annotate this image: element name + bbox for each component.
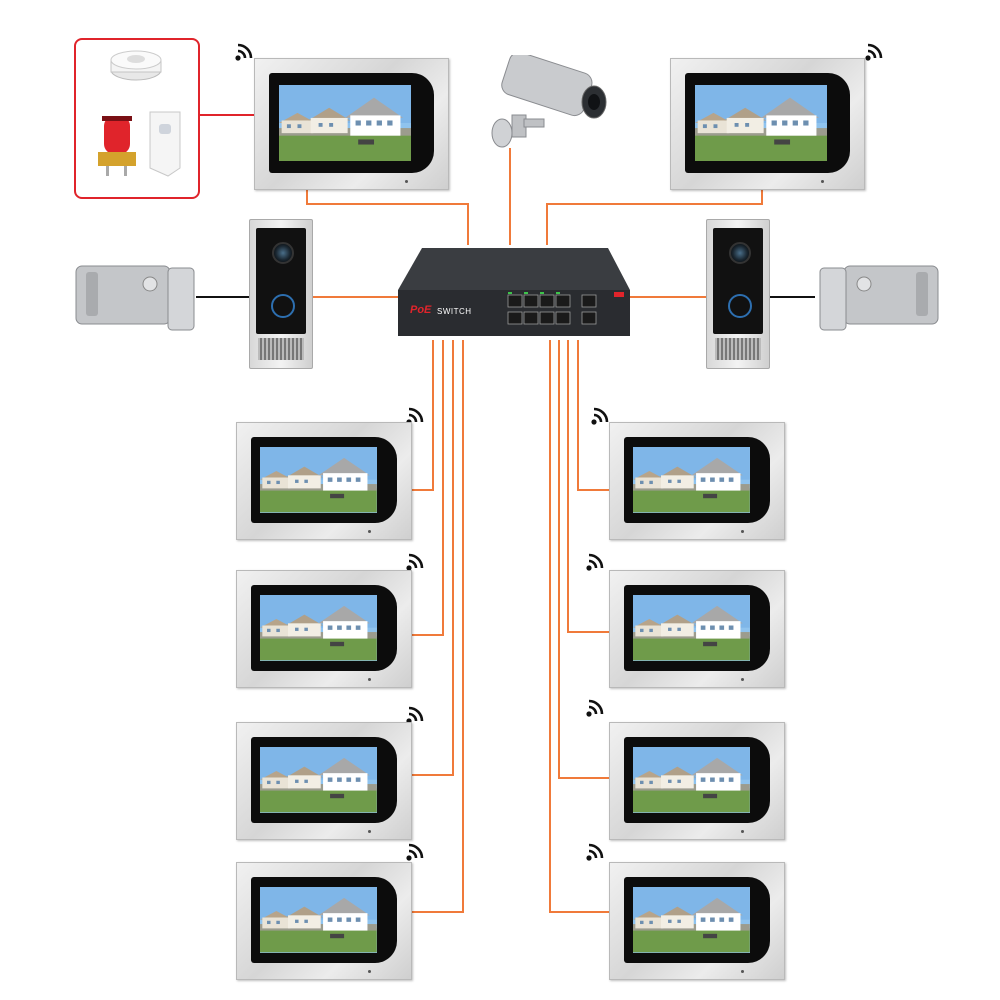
wifi-icon xyxy=(406,553,424,571)
indoor-monitor-6 xyxy=(609,570,785,688)
top-monitor-left xyxy=(254,58,449,190)
monitor-screen xyxy=(632,887,750,953)
cable-left-monitor-3 xyxy=(411,340,454,776)
monitor-screen xyxy=(694,85,827,161)
indoor-monitor-1 xyxy=(236,422,412,540)
speaker-grill xyxy=(258,338,304,360)
cable-top-right-monitor xyxy=(546,190,763,245)
monitor-screen xyxy=(278,85,411,161)
top-monitor-right xyxy=(670,58,865,190)
wifi-icon xyxy=(406,843,424,861)
cable-right-monitor-4 xyxy=(549,340,609,913)
wifi-icon xyxy=(586,843,604,861)
poe-switch-icon xyxy=(398,248,630,336)
indoor-monitor-4 xyxy=(236,862,412,980)
monitor-screen xyxy=(259,595,377,661)
wifi-icon xyxy=(235,43,253,61)
indoor-monitor-5 xyxy=(609,422,785,540)
speaker-grill xyxy=(715,338,761,360)
cable-right-monitor-3 xyxy=(558,340,609,779)
cable-right-monitor-1 xyxy=(577,340,609,491)
monitor-screen xyxy=(259,887,377,953)
electric-lock-icon xyxy=(819,265,939,331)
cable-top-left-monitor xyxy=(306,190,469,245)
wifi-icon xyxy=(586,699,604,717)
camera-lens-icon xyxy=(272,242,294,264)
indoor-monitor-2 xyxy=(236,570,412,688)
cable-left-monitor-1 xyxy=(411,340,434,491)
monitor-screen xyxy=(632,595,750,661)
wifi-icon xyxy=(591,407,609,425)
electric-lock-icon xyxy=(75,265,195,331)
alarm-sensor-group xyxy=(74,38,200,199)
door-station-left xyxy=(249,219,313,369)
indoor-monitor-7 xyxy=(609,722,785,840)
cctv-camera-icon xyxy=(491,55,607,148)
monitor-screen xyxy=(259,447,377,513)
call-button-icon xyxy=(271,294,295,318)
monitor-screen xyxy=(259,747,377,813)
indoor-monitor-3 xyxy=(236,722,412,840)
cable-left-monitor-4 xyxy=(411,340,464,913)
cable-right-monitor-2 xyxy=(567,340,609,633)
camera-lens-icon xyxy=(729,242,751,264)
wifi-icon xyxy=(865,43,883,61)
pir-sensor-icon xyxy=(149,111,181,177)
switch-label: SWITCH xyxy=(437,307,472,316)
alarm-siren-icon xyxy=(98,116,136,176)
cable-left-monitor-2 xyxy=(411,340,444,636)
indoor-monitor-8 xyxy=(609,862,785,980)
switch-brand: PoE xyxy=(410,304,432,316)
monitor-screen xyxy=(632,447,750,513)
call-button-icon xyxy=(728,294,752,318)
smoke-detector-icon xyxy=(110,50,162,81)
wifi-icon xyxy=(586,553,604,571)
door-station-right xyxy=(706,219,770,369)
monitor-screen xyxy=(632,747,750,813)
